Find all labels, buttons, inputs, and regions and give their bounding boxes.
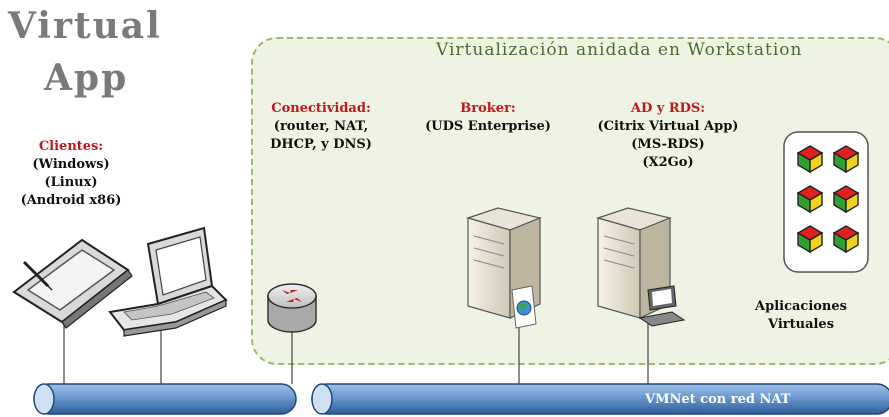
broker-line: (UDS Enterprise) <box>425 119 551 134</box>
title-virtual: Virtual <box>8 5 162 47</box>
router-icon <box>267 283 317 333</box>
connectivity-label: Conectividad: (router, NAT, DHCP, y DNS) <box>256 100 386 154</box>
app-cubes <box>796 145 860 254</box>
rds-heading: AD y RDS: <box>630 101 706 116</box>
rds-line: (Citrix Virtual App) <box>597 119 739 134</box>
connectivity-line: (router, NAT, <box>273 119 369 134</box>
globe-icon <box>511 285 537 329</box>
app-cube-icon <box>832 185 860 214</box>
clients-label: Clientes: (Windows) (Linux) (Android x86… <box>0 138 142 210</box>
broker-label: Broker: (UDS Enterprise) <box>414 100 562 136</box>
app-cube-icon <box>796 185 824 214</box>
apps-line: Aplicaciones <box>755 299 847 314</box>
title-app: App <box>44 57 129 99</box>
rds-line: (MS-RDS) <box>631 137 705 152</box>
workstation-icon <box>638 285 686 327</box>
clients-line: (Android x86) <box>20 193 122 208</box>
network-pipe-right <box>311 383 889 415</box>
laptop-icon <box>108 226 228 337</box>
app-cube-icon <box>832 145 860 174</box>
region-title: Virtualización anidada en Workstation <box>436 40 803 60</box>
clients-line: (Linux) <box>44 175 98 190</box>
apps-label: Aplicaciones Virtuales <box>746 298 856 334</box>
clients-heading: Clientes: <box>38 139 104 154</box>
network-pipe-left <box>33 383 297 415</box>
apps-line: Virtuales <box>767 317 835 332</box>
connectivity-heading: Conectividad: <box>271 101 371 116</box>
app-cube-icon <box>796 145 824 174</box>
connectivity-line: DHCP, y DNS) <box>270 137 372 152</box>
rds-line: (X2Go) <box>642 155 694 170</box>
app-cube-icon <box>796 225 824 254</box>
rds-label: AD y RDS: (Citrix Virtual App) (MS-RDS) … <box>578 100 758 172</box>
virtualization-region <box>251 37 889 365</box>
network-label: VMNet con red NAT <box>645 392 791 407</box>
clients-line: (Windows) <box>32 157 110 172</box>
app-cube-icon <box>832 225 860 254</box>
broker-heading: Broker: <box>460 101 516 116</box>
tablet-icon <box>12 238 133 329</box>
